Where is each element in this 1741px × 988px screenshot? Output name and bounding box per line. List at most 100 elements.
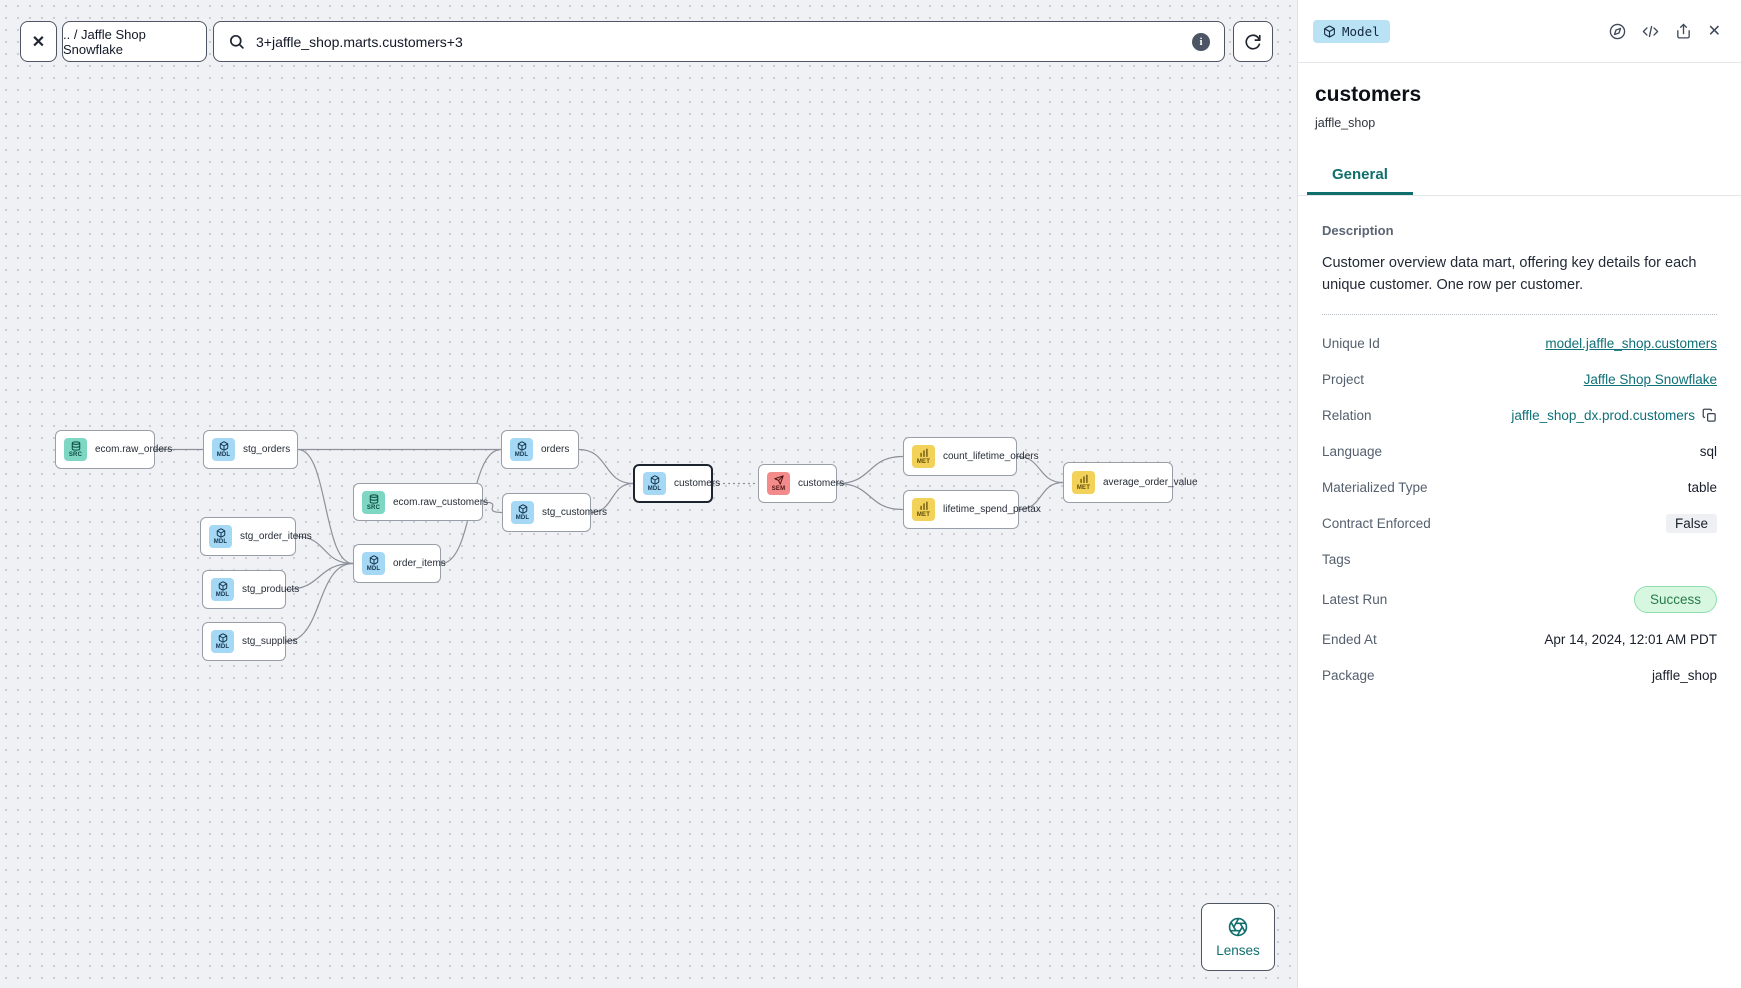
field-value-link[interactable]: model.jaffle_shop.customers <box>1545 336 1717 351</box>
share-icon[interactable] <box>1675 23 1692 40</box>
field-row-latest-run: Latest Run Success <box>1322 578 1717 622</box>
metric-icon: MET <box>912 445 935 468</box>
node-label: stg_customers <box>542 507 608 518</box>
edge-customers_sem-to-count_lifetime_orders <box>836 455 904 485</box>
node-label: average_order_value <box>1103 477 1198 488</box>
field-value: sql <box>1699 444 1717 459</box>
refresh-button[interactable] <box>1233 21 1273 62</box>
cube-icon <box>1324 25 1335 38</box>
field-value: jaffle_shop_dx.prod.customers <box>1511 408 1695 423</box>
field-label: Ended At <box>1322 632 1377 647</box>
lenses-button[interactable]: Lenses <box>1201 903 1275 971</box>
node-label: customers <box>798 478 845 489</box>
graph-node-customers_sem[interactable]: SEM customers <box>758 464 844 503</box>
edge-stg_supplies-to-order_items <box>285 562 354 643</box>
semantic-model-icon: SEM <box>767 472 790 495</box>
node-label: ecom.raw_customers <box>393 496 489 508</box>
graph-node-order_items[interactable]: MDL order_items <box>353 544 446 583</box>
node-label: stg_orders <box>243 444 291 455</box>
model-cube-icon: MDL <box>212 438 235 461</box>
model-cube-icon: MDL <box>643 472 666 495</box>
lenses-label: Lenses <box>1216 943 1260 958</box>
status-badge: Success <box>1633 586 1717 613</box>
node-label: customers <box>674 478 721 489</box>
node-label: orders <box>541 444 570 455</box>
graph-node-stg_orders[interactable]: MDL stg_orders <box>203 430 298 469</box>
node-label: stg_order_items <box>240 531 312 542</box>
search-input[interactable] <box>254 32 1183 51</box>
field-row-relation: Relation jaffle_shop_dx.prod.customers <box>1322 398 1717 434</box>
graph-node-stg_customers[interactable]: MDL stg_customers <box>502 493 607 532</box>
source-icon: SRC <box>362 490 385 514</box>
model-type-badge: Model <box>1313 19 1390 43</box>
metric-icon: MET <box>912 498 935 521</box>
description-label: Description <box>1322 223 1394 238</box>
field-label: Package <box>1322 668 1375 683</box>
close-lineage-button[interactable]: ✕ <box>20 21 57 62</box>
graph-node-count_lifetime_orders[interactable]: MET count_lifetime_orders <box>903 437 1039 476</box>
node-label: count_lifetime_orders <box>943 451 1039 462</box>
field-row-unique-id: Unique Id model.jaffle_shop.customers <box>1322 326 1717 362</box>
panel-subtitle: jaffle_shop <box>1315 116 1376 130</box>
model-cube-icon: MDL <box>211 578 234 601</box>
model-cube-icon: MDL <box>209 525 232 548</box>
graph-node-lifetime_spend_pretax[interactable]: MET lifetime_spend_pretax <box>903 490 1041 529</box>
lenses-aperture-icon <box>1228 917 1248 937</box>
graph-node-customers[interactable]: MDL customers <box>633 464 720 503</box>
model-badge-label: Model <box>1342 23 1380 39</box>
node-label: lifetime_spend_pretax <box>943 504 1041 515</box>
field-value: Apr 14, 2024, 12:01 AM PDT <box>1544 632 1717 647</box>
field-value: jaffle_shop <box>1651 668 1717 683</box>
model-cube-icon: MDL <box>511 501 534 524</box>
explore-compass-icon[interactable] <box>1609 23 1626 40</box>
search-bar: i <box>213 21 1225 62</box>
source-icon: SRC <box>64 438 87 461</box>
panel-close-icon[interactable]: ✕ <box>1707 23 1721 40</box>
search-icon <box>228 33 245 50</box>
field-label: Materialized Type <box>1322 480 1428 495</box>
field-label: Language <box>1322 444 1383 459</box>
graph-node-stg_order_items[interactable]: MDL stg_order_items <box>200 517 312 556</box>
graph-node-average_order_value[interactable]: MET average_order_value <box>1063 462 1198 503</box>
field-row-package: Package jaffle_shop <box>1322 658 1717 694</box>
info-icon[interactable]: i <box>1192 32 1210 51</box>
field-value: table <box>1687 480 1717 495</box>
divider <box>1322 313 1717 315</box>
field-value-link[interactable]: Jaffle Shop Snowflake <box>1583 372 1717 387</box>
copy-icon[interactable] <box>1702 408 1717 423</box>
metric-icon: MET <box>1072 471 1095 494</box>
tab-general[interactable]: General <box>1307 156 1413 195</box>
details-panel: Model ✕ <box>1297 0 1741 988</box>
panel-tabs: General <box>1298 156 1741 196</box>
panel-header: Model ✕ <box>1298 0 1741 63</box>
panel-content: Description Customer overview data mart,… <box>1298 196 1741 694</box>
panel-title-block: customers jaffle_shop <box>1298 63 1741 130</box>
graph-node-ecom_raw_customers[interactable]: SRC ecom.raw_customers <box>353 483 488 521</box>
field-label: Relation <box>1322 408 1372 423</box>
field-row-ended-at: Ended At Apr 14, 2024, 12:01 AM PDT <box>1322 622 1717 658</box>
model-cube-icon: MDL <box>362 552 385 575</box>
edge-stg_orders-to-order_items <box>297 448 354 565</box>
panel-header-icons: ✕ <box>1609 21 1721 41</box>
code-icon[interactable] <box>1642 23 1659 40</box>
breadcrumb[interactable]: .. / Jaffle Shop Snowflake <box>62 21 207 62</box>
graph-node-stg_products[interactable]: MDL stg_products <box>202 570 299 609</box>
node-label: stg_products <box>242 584 300 595</box>
edge-customers_sem-to-lifetime_spend_pretax <box>836 482 904 511</box>
page-title: customers <box>1315 83 1422 106</box>
field-label: Tags <box>1322 552 1351 567</box>
field-row-project: Project Jaffle Shop Snowflake <box>1322 362 1717 398</box>
model-cube-icon: MDL <box>211 630 234 653</box>
field-label: Unique Id <box>1322 336 1380 351</box>
field-label: Latest Run <box>1322 592 1388 607</box>
field-row-tags: Tags <box>1322 542 1717 578</box>
field-label: Project <box>1322 372 1365 387</box>
node-label: order_items <box>393 558 446 569</box>
field-row-language: Language sql <box>1322 434 1717 470</box>
